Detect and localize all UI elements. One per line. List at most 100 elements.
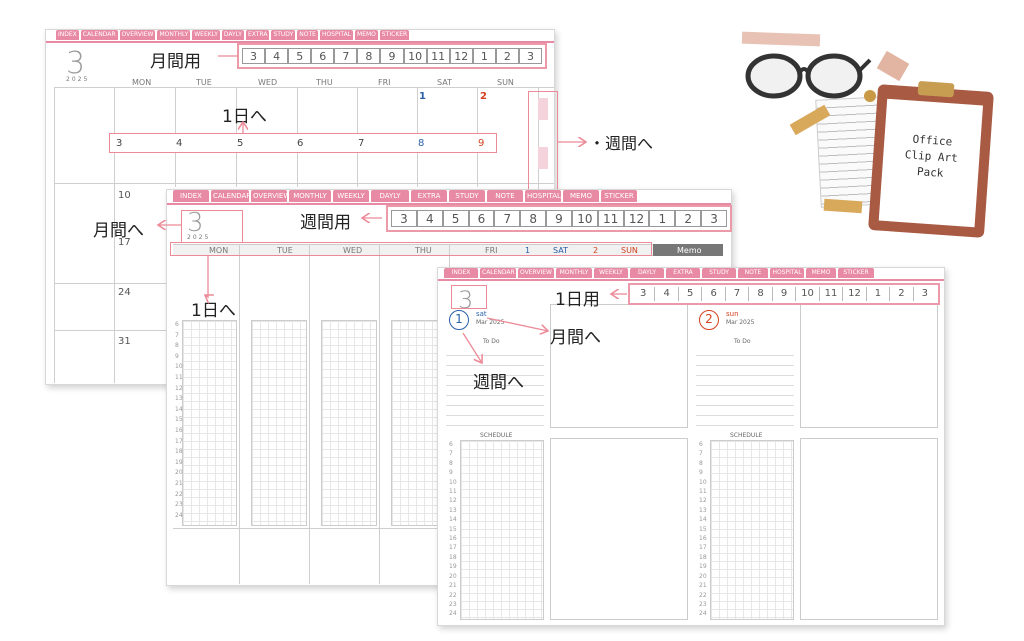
week-day-link[interactable]: 9 [478,137,485,149]
month-link[interactable]: 7 [494,210,521,227]
washi-tape [823,198,863,214]
month-link[interactable]: 4 [416,210,443,227]
month-link[interactable]: 8 [749,287,773,301]
tab-monthly[interactable]: MONTHLY [556,268,592,278]
month-link[interactable]: 5 [442,210,469,227]
tab-sticker[interactable]: STICKER [379,30,410,40]
tab-memo[interactable]: MEMO [355,30,378,40]
tab-hospital[interactable]: HOSPITAL [319,30,354,40]
week-day-link[interactable]: 3 [116,137,123,149]
tab-overview[interactable]: OVERVIEW [251,190,291,202]
tab-index[interactable]: INDEX [173,190,209,202]
month-link[interactable]: 12 [623,210,650,227]
week-day-link[interactable]: 6 [297,137,304,149]
tab-memo[interactable]: MEMO [806,268,836,278]
tab-hospital[interactable]: HOSPITAL [770,268,804,278]
month-link[interactable]: 3 [242,48,266,64]
month-link[interactable]: 12 [449,48,473,64]
tab-sticker[interactable]: STICKER [838,268,874,278]
tab-extra[interactable]: EXTRA [411,190,447,202]
month-link[interactable]: 11 [597,210,624,227]
month-link[interactable]: 5 [288,48,312,64]
month-link[interactable]: 1 [472,48,496,64]
tab-note[interactable]: NOTE [738,268,768,278]
week-day-link[interactable]: 4 [176,137,183,149]
tab-dayly[interactable]: DAYLY [630,268,664,278]
month-link[interactable]: 1 [649,210,676,227]
month-link[interactable]: 5 [679,287,703,301]
month-link[interactable]: 10 [571,210,598,227]
tab-weekly[interactable]: WEEKLY [594,268,628,278]
month-link[interactable]: 3 [921,288,929,299]
tab-overview[interactable]: OVERVIEW [119,30,156,40]
tab-extra[interactable]: EXTRA [666,268,700,278]
week-day-link[interactable]: 5 [237,137,244,149]
day1-circle[interactable]: 1 [449,310,469,330]
tab-overview[interactable]: OVERVIEW [518,268,554,278]
month-link[interactable]: 9 [380,48,404,64]
daily-page: INDEX CALENDAR OVERVIEW MONTHLY WEEKLY D… [437,267,945,626]
tab-extra[interactable]: EXTRA [245,30,270,40]
monthly-tabs: INDEX CALENDAR OVERVIEW MONTHLY WEEKLY D… [56,30,410,40]
tab-sticker[interactable]: STICKER [601,190,637,202]
tab-note[interactable]: NOTE [487,190,523,202]
monthly-nav-box: 3 4 5 6 7 8 9 10 11 12 1 2 3 [237,43,547,69]
month-link[interactable]: 11 [820,287,844,301]
month-link[interactable]: 1 [867,287,891,301]
month-link[interactable]: 6 [468,210,495,227]
tab-study[interactable]: STUDY [271,30,296,40]
weekly-grid-mon [182,320,237,526]
weekday-fri: FRI [378,78,391,87]
day1-schedule: SCHEDULE [480,432,513,439]
month-link[interactable]: 3 [701,210,727,227]
annotation-to-day-2: 1日へ [191,301,236,321]
week-day-link[interactable]: 7 [358,137,365,149]
month-link[interactable]: 2 [675,210,702,227]
month-link[interactable]: 3 [391,210,417,227]
month-link[interactable]: 2 [890,287,914,301]
month-link[interactable]: 6 [311,48,335,64]
pushpin-icon [864,90,876,102]
month-link[interactable]: 3 [632,287,656,301]
month-link[interactable]: 12 [843,287,867,301]
tab-index[interactable]: INDEX [444,268,478,278]
tab-weekly[interactable]: WEEKLY [333,190,369,202]
tab-dayly[interactable]: DAYLY [371,190,409,202]
month-number: 3 [187,208,204,238]
month-link[interactable]: 9 [773,287,797,301]
tab-study[interactable]: STUDY [449,190,485,202]
month-link[interactable]: 4 [265,48,289,64]
month-link[interactable]: 11 [426,48,450,64]
tab-calendar[interactable]: CALENDAR [80,30,118,40]
tab-calendar[interactable]: CALENDAR [480,268,516,278]
day-row-highlight: 3 4 5 6 7 8 9 [109,133,497,153]
tab-study[interactable]: STUDY [702,268,736,278]
day2-circle[interactable]: 2 [699,310,719,330]
month-link[interactable]: 4 [655,287,679,301]
month-link[interactable]: 6 [702,287,726,301]
tab-note[interactable]: NOTE [297,30,318,40]
week-day-link[interactable]: 8 [418,137,425,149]
date-31: 31 [118,336,131,347]
month-link[interactable]: 8 [520,210,547,227]
annotation-to-week: ・週間へ [589,134,654,153]
month-link[interactable]: 2 [495,48,519,64]
month-link[interactable]: 7 [334,48,358,64]
tab-weekly[interactable]: WEEKLY [192,30,220,40]
weekly-nav-box: 3 4 5 6 7 8 9 10 11 12 1 2 3 [386,205,732,232]
tab-dayly[interactable]: DAYLY [221,30,244,40]
tab-hospital[interactable]: HOSPITAL [525,190,561,202]
tab-calendar[interactable]: CALENDAR [211,190,252,202]
month-link[interactable]: 7 [726,287,750,301]
month-link[interactable]: 10 [403,48,427,64]
annotation-to-month-2: 月間へ [550,328,601,348]
tab-monthly[interactable]: MONTHLY [289,190,331,202]
month-link[interactable]: 10 [796,287,820,301]
tab-monthly[interactable]: MONTHLY [157,30,191,40]
month-link[interactable]: 3 [518,48,543,64]
tab-memo[interactable]: MEMO [563,190,599,202]
month-link[interactable]: 8 [357,48,381,64]
month-link[interactable]: 9 [546,210,572,227]
tab-index[interactable]: INDEX [56,30,79,40]
